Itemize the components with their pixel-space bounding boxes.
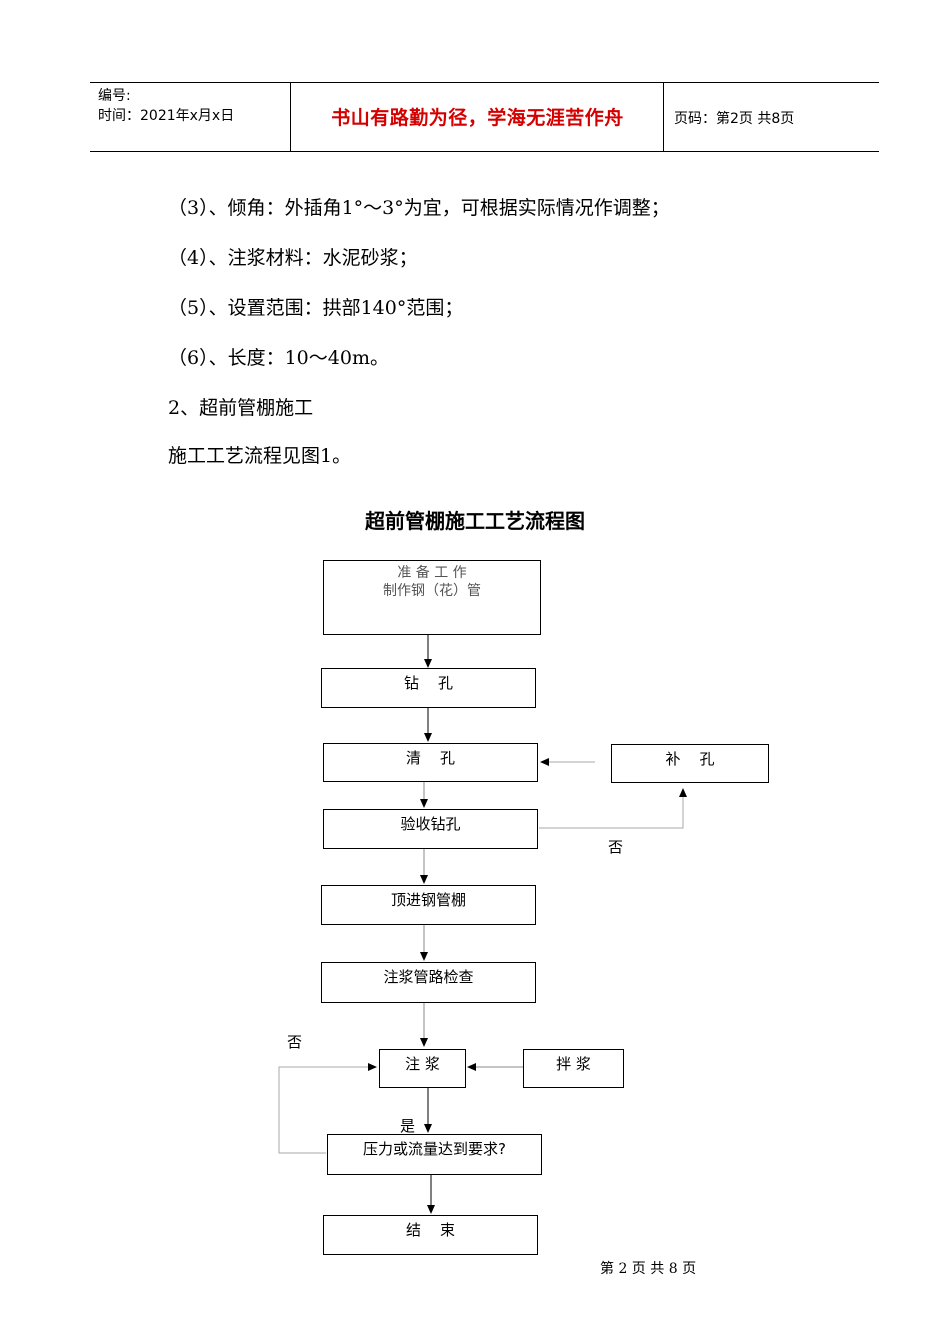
step-prepare: 准 备 工 作 制作钢（花）管: [323, 560, 541, 635]
step-inspect: 验收钻孔: [323, 809, 538, 849]
number-label: 编号:: [98, 88, 131, 104]
step-drill: 钻 孔: [321, 668, 536, 708]
step-redrill: 补 孔: [611, 744, 769, 783]
section-heading: 2、超前管棚施工: [168, 397, 314, 419]
page-footer: 第 2 页 共 8 页: [600, 1261, 697, 1277]
header-divider: [663, 83, 664, 151]
header-motto: 书山有路勤为径，学海无涯苦作舟: [331, 107, 624, 129]
label-no-inspect: 否: [608, 838, 624, 856]
header-table: 编号: 时间：2021年x月x日 书山有路勤为径，学海无涯苦作舟 页码：第2页 …: [90, 82, 879, 152]
time-label: 时间：2021年x月x日: [98, 108, 235, 124]
arrow-pressure-loop: [278, 1063, 377, 1154]
step-end: 结 束: [323, 1215, 538, 1255]
header-divider: [290, 83, 291, 151]
header-page-info: 页码：第2页 共8页: [674, 111, 795, 127]
flowchart-title: 超前管棚施工工艺流程图: [365, 509, 585, 533]
step-grout: 注 浆: [379, 1049, 466, 1088]
label-yes-pressure: 是: [400, 1117, 416, 1135]
step-mix: 拌 浆: [523, 1049, 624, 1088]
step-prepare-line2: 制作钢（花）管: [383, 583, 481, 599]
step-push-pipe: 顶进钢管棚: [321, 885, 536, 925]
label-no-pressure: 否: [287, 1033, 303, 1051]
step-clean: 清 孔: [323, 743, 538, 782]
paragraph: （6）、长度：10～40m。: [168, 347, 389, 369]
step-check-pipeline: 注浆管路检查: [321, 962, 536, 1003]
paragraph: （4）、注浆材料：水泥砂浆；: [168, 247, 418, 269]
header-meta: 编号: 时间：2021年x月x日: [98, 86, 234, 126]
paragraph: 施工工艺流程见图1。: [168, 445, 352, 467]
paragraph: （5）、设置范围：拱部140°范围；: [168, 297, 464, 319]
step-prepare-line1: 准 备 工 作: [397, 565, 467, 581]
step-pressure-check: 压力或流量达到要求?: [327, 1134, 542, 1175]
paragraph: （3）、倾角：外插角1°～3°为宜，可根据实际情况作调整；: [168, 197, 670, 219]
arrow-inspect-redrill: [539, 788, 687, 829]
